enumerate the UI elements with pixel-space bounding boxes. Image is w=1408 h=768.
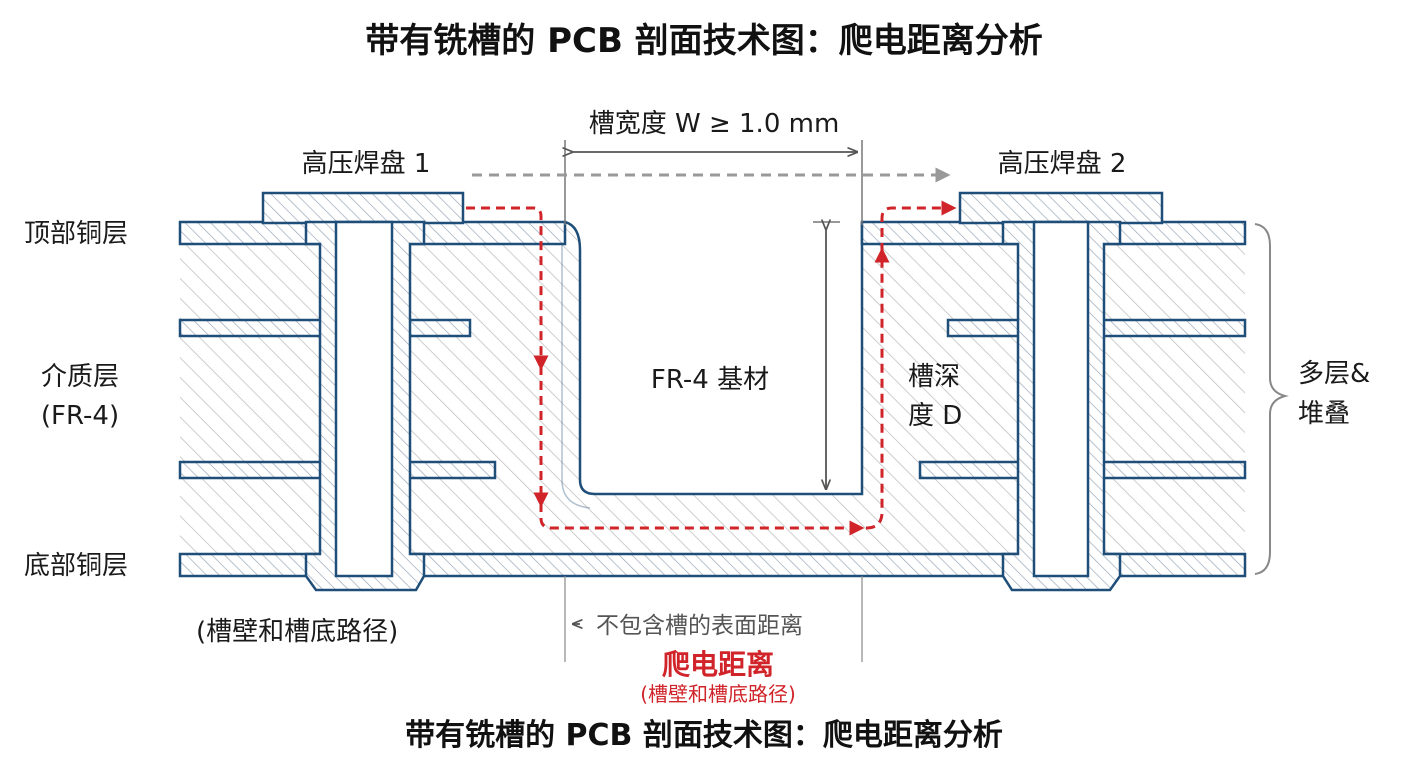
- multilayer-bracket: [1254, 223, 1289, 575]
- multilayer-label-line1: 多层&: [1298, 359, 1370, 389]
- depth-label-line1: 槽深: [908, 362, 960, 392]
- high-voltage-pad-2: [958, 191, 1164, 225]
- top-copper-label: 顶部铜层: [24, 219, 128, 249]
- multilayer-label-line2: 堆叠: [1298, 399, 1350, 429]
- bottom-copper-label: 底部铜层: [24, 551, 128, 581]
- pad1-label: 高压焊盘 1: [302, 149, 431, 179]
- path-note-left: (槽壁和槽底路径): [196, 617, 398, 647]
- creepage-sublabel: (槽壁和槽底路径): [640, 682, 796, 706]
- high-voltage-pad-1: [261, 191, 465, 225]
- pad2-label: 高压焊盘 2: [998, 149, 1127, 179]
- via-right: [1001, 220, 1122, 592]
- title-bottom: 带有铣槽的 PCB 剖面技术图：爬电距离分析: [405, 718, 1003, 753]
- title-top: 带有铣槽的 PCB 剖面技术图：爬电距离分析: [365, 21, 1042, 61]
- slot-width-label: 槽宽度 W ≥ 1.0 mm: [589, 109, 840, 139]
- slot-width-dimension: [565, 140, 863, 225]
- dielectric-label-line1: 介质层: [41, 362, 119, 392]
- creepage-label: 爬电距离: [662, 648, 774, 681]
- via-left: [304, 220, 426, 592]
- substrate-label: FR-4 基材: [651, 365, 769, 395]
- slot-depth-dimension: [813, 222, 840, 488]
- creepage-path: [466, 200, 957, 536]
- bottom-copper-layer: [178, 552, 1247, 578]
- dielectric-label-line2: (FR-4): [41, 401, 119, 431]
- fr4-substrate: [180, 222, 1245, 576]
- depth-label-line2: 度 D: [908, 401, 962, 431]
- surface-distance-label: 不包含槽的表面距离: [596, 613, 803, 639]
- milled-slot: [564, 220, 864, 496]
- surface-distance-guides: [564, 576, 863, 662]
